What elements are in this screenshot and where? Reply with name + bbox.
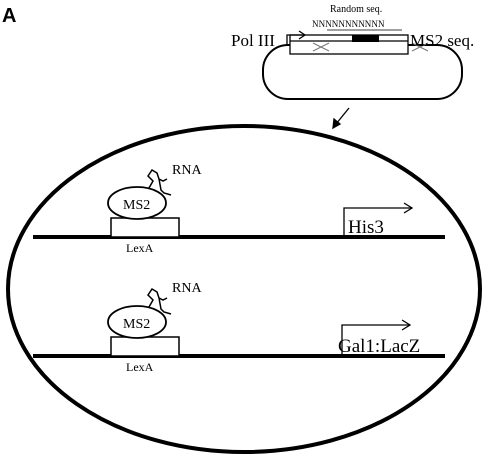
rna-label: RNA [172, 163, 202, 178]
plasmid-insert-box [289, 34, 409, 55]
rna-hairpin [147, 287, 172, 315]
reporter-label: Gal1:LacZ [338, 336, 420, 357]
ms2-seq-label: MS2 seq. [410, 31, 474, 50]
plasmid: Pol III Random seq. NNNNNNNNNNN MS2 seq. [231, 4, 474, 130]
rna-hairpin [147, 168, 172, 196]
crossover-mark-left [312, 42, 330, 52]
transformation-arrow [332, 107, 350, 130]
lexa-box [110, 217, 180, 238]
ms2-label: MS2 [123, 198, 150, 213]
ms2-protein [107, 305, 167, 339]
random-seq-letters: NNNNNNNNNNN [312, 19, 385, 29]
reporter-row-gal1-lacz: RNA MS2 LexA Gal1:LacZ [33, 281, 445, 374]
rna-label: RNA [172, 281, 202, 296]
transcription-arrow [341, 319, 412, 354]
pol3-promoter-arrow [286, 30, 307, 45]
random-seq-label: Random seq. [330, 4, 382, 15]
cell-outline [6, 124, 482, 454]
pol3-label: Pol III [231, 31, 275, 50]
random-seq-block [352, 35, 379, 42]
transcription-arrow [343, 202, 414, 236]
lexa-box [110, 336, 180, 357]
ms2-label: MS2 [123, 317, 150, 332]
lexa-label: LexA [126, 360, 154, 374]
panel-label: A [2, 5, 16, 27]
reporter-label: His3 [348, 217, 384, 238]
crossover-mark-right [411, 42, 429, 52]
ms2-protein [107, 186, 167, 220]
reporter-row-his3: RNA MS2 LexA His3 [33, 163, 445, 255]
lexa-label: LexA [126, 241, 154, 255]
